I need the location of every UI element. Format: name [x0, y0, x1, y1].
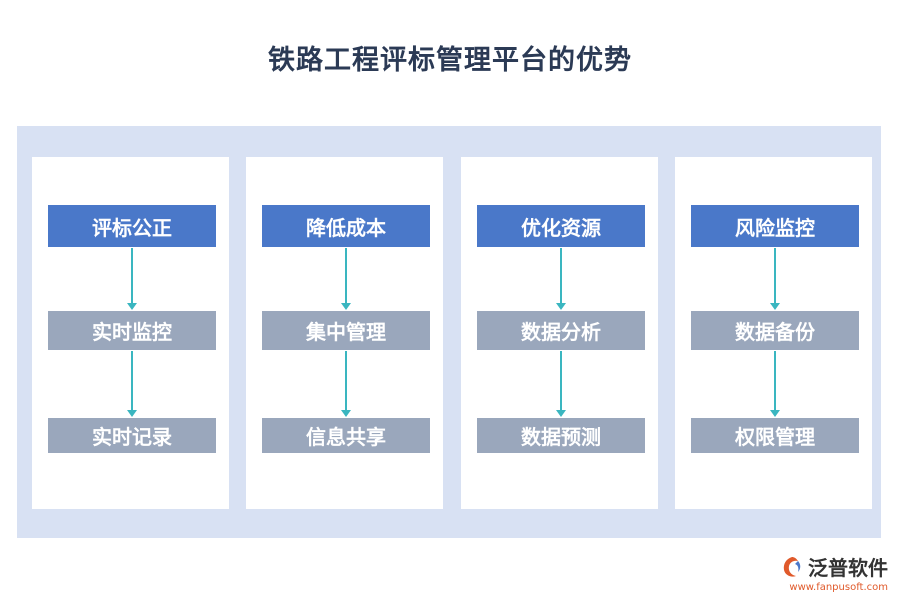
- arrow-down-icon: [554, 248, 568, 310]
- logo-url: www.fanpusoft.com: [789, 582, 888, 593]
- arrow-down-icon: [125, 248, 139, 310]
- logo-name: 泛普软件: [808, 556, 888, 580]
- column-2-mid: 集中管理: [262, 311, 430, 350]
- column-1-head: 评标公正: [48, 205, 216, 247]
- arrow-down-icon: [125, 351, 139, 417]
- fanpu-logo-icon: [783, 556, 801, 577]
- column-4-head: 风险监控: [691, 205, 859, 247]
- arrow-down-icon: [768, 248, 782, 310]
- arrow-down-icon: [339, 351, 353, 417]
- page-title: 铁路工程评标管理平台的优势: [268, 45, 632, 76]
- arrow-down-icon: [554, 351, 568, 417]
- column-4: 风险监控 数据备份 权限管理: [675, 157, 872, 509]
- arrow-down-icon: [768, 351, 782, 417]
- column-4-low: 权限管理: [691, 418, 859, 453]
- column-3-mid: 数据分析: [477, 311, 645, 350]
- column-3-low: 数据预测: [477, 418, 645, 453]
- column-3: 优化资源 数据分析 数据预测: [461, 157, 658, 509]
- column-1: 评标公正 实时监控 实时记录: [32, 157, 229, 509]
- column-3-head: 优化资源: [477, 205, 645, 247]
- brand-logo: 泛普软件 www.fanpusoft.com: [780, 552, 888, 593]
- column-4-mid: 数据备份: [691, 311, 859, 350]
- column-2-head: 降低成本: [262, 205, 430, 247]
- column-2-low: 信息共享: [262, 418, 430, 453]
- column-1-low: 实时记录: [48, 418, 216, 453]
- column-2: 降低成本 集中管理 信息共享: [246, 157, 443, 509]
- arrow-down-icon: [339, 248, 353, 310]
- column-1-mid: 实时监控: [48, 311, 216, 350]
